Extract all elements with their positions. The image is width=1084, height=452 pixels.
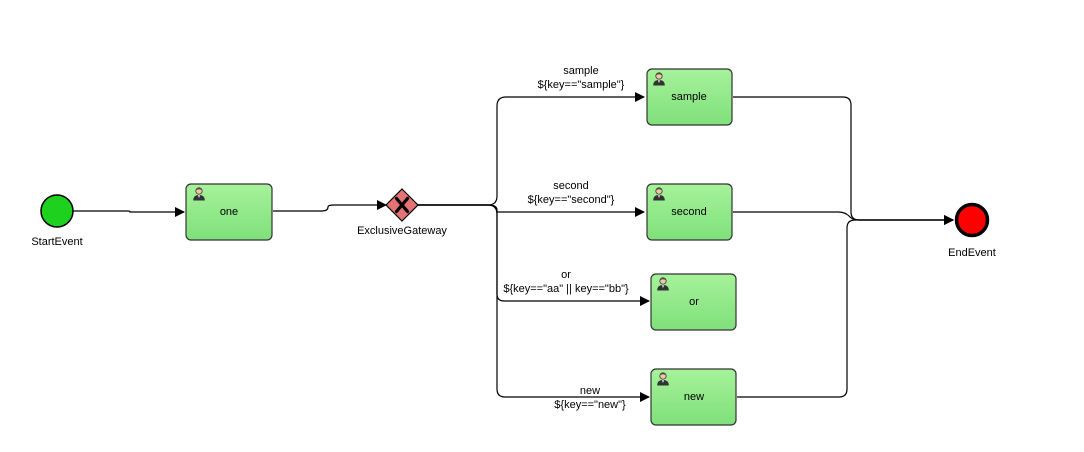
- flow-one-to-gateway[interactable]: [273, 200, 387, 212]
- flow-gateway-to-sample[interactable]: [418, 92, 645, 206]
- exclusive-gateway[interactable]: [385, 188, 419, 222]
- flow-or-condition: ${key=="aa" || key=="bb"}: [503, 283, 629, 295]
- start-event[interactable]: [40, 194, 74, 228]
- gateway-label: ExclusiveGateway: [357, 225, 447, 237]
- task-second[interactable]: second: [646, 183, 733, 241]
- flow-new-condition: ${key=="new"}: [554, 399, 626, 411]
- flow-second-name: second: [553, 180, 588, 192]
- flow-or-name: or: [561, 269, 571, 281]
- flow-gateway-to-new[interactable]: [418, 204, 650, 402]
- end-event-label: EndEvent: [948, 247, 996, 259]
- flow-new-name: new: [580, 385, 600, 397]
- task-or[interactable]: or: [650, 273, 737, 331]
- end-event[interactable]: [954, 202, 990, 238]
- task-or-label: or: [689, 296, 699, 308]
- flow-second-condition: ${key=="second"}: [528, 194, 615, 206]
- flow-sample-to-end[interactable]: [733, 96, 954, 225]
- flow-gateway-to-second[interactable]: [418, 204, 645, 217]
- task-one-label: one: [220, 206, 238, 218]
- end-event-circle: [954, 202, 990, 238]
- task-new[interactable]: new: [650, 368, 737, 426]
- task-new-label: new: [684, 391, 704, 403]
- x-marker-icon: [394, 196, 410, 214]
- task-one[interactable]: one: [185, 183, 273, 241]
- task-sample[interactable]: sample: [646, 68, 733, 126]
- task-sample-label: sample: [671, 91, 706, 103]
- flow-sample-condition: ${key=="sample"}: [538, 79, 625, 91]
- flow-sample-name: sample: [563, 65, 598, 77]
- flow-new-to-end[interactable]: [737, 215, 954, 398]
- start-event-circle: [40, 194, 74, 228]
- task-second-label: second: [671, 206, 706, 218]
- flow-second-to-end[interactable]: [733, 211, 954, 225]
- flow-start-to-one[interactable]: [73, 207, 185, 217]
- start-event-label: StartEvent: [31, 236, 82, 248]
